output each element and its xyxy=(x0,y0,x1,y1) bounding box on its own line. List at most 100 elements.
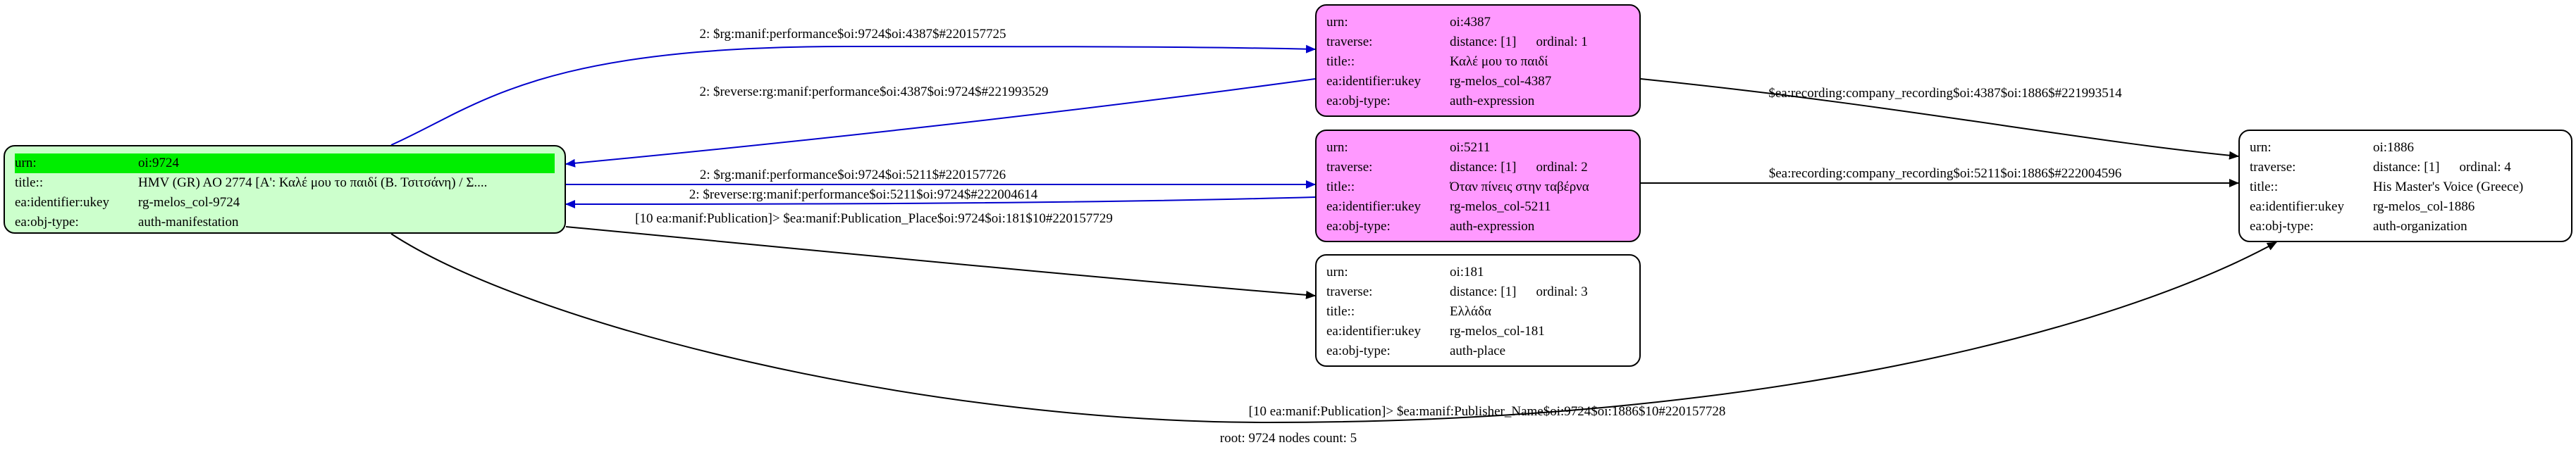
edge-label: 2: $reverse:rg:manif:performance$oi:4387… xyxy=(699,84,1049,99)
row-key: ea:identifier:ukey xyxy=(2250,199,2344,214)
node-oi-5211[interactable]: urn:oi:5211 traverse: distance: [1] ordinal… xyxy=(1315,130,1641,242)
row-value-text: rg-melos_col-1886 xyxy=(2373,199,2475,214)
row-value: Καλέ μου το παιδί xyxy=(1450,52,1629,72)
row-key: traverse: xyxy=(1326,34,1373,49)
row-value: Ελλάδα xyxy=(1450,302,1629,322)
edges-layer xyxy=(390,44,2277,424)
row-value: auth-organization xyxy=(2373,217,2561,237)
edge-label: $ea:recording:company_recording$oi:4387$… xyxy=(1768,86,2122,101)
node-row: title::Όταν πίνεις στην ταβέρνα xyxy=(1326,177,1629,197)
row-value: rg-melos_col-1886 xyxy=(2373,197,2561,217)
row-value: oi:1886 xyxy=(2373,138,2561,158)
row-key: ea:identifier:ukey xyxy=(1326,324,1421,339)
row-key: ea:obj-type: xyxy=(1326,344,1391,358)
row-value-text: auth-manifestation xyxy=(138,215,239,230)
row-value-ordinal: ordinal: 4 xyxy=(2459,160,2511,175)
node-row: ea:obj-type:auth-expression xyxy=(1326,92,1629,111)
row-value-text: distance: [1] xyxy=(1450,160,1517,175)
edge-line xyxy=(565,196,1316,208)
edge-line xyxy=(390,44,1316,146)
row-value: rg-melos_col-181 xyxy=(1450,322,1629,341)
row-value: auth-manifestation xyxy=(138,213,555,232)
graph-footer: root: 9724 nodes count: 5 xyxy=(1219,431,1357,446)
row-value-text: auth-expression xyxy=(1450,94,1535,108)
row-value: rg-melos_col-5211 xyxy=(1450,197,1629,217)
node-row: traverse: distance: [1] ordinal: 4 xyxy=(2250,158,2561,177)
row-key: urn: xyxy=(1326,265,1348,280)
node-row: ea:identifier:ukey rg-melos_col-5211 xyxy=(1326,197,1629,217)
edge-label: 2: $reverse:rg:manif:performance$oi:5211… xyxy=(689,187,1038,202)
row-key: ea:obj-type: xyxy=(15,215,79,230)
row-value-text: HMV (GR) AO 2774 [Α': Καλέ μου το παιδί … xyxy=(138,175,488,190)
edge-line xyxy=(565,226,1316,299)
row-value: auth-expression xyxy=(1450,217,1629,237)
node-row: title::Ελλάδα xyxy=(1326,302,1629,322)
edge-line xyxy=(1640,78,2239,160)
node-row: urn: oi:1886 xyxy=(2250,138,2561,158)
row-value-text: rg-melos_col-4387 xyxy=(1450,74,1552,89)
row-value: oi:181 xyxy=(1450,263,1629,282)
edge-line xyxy=(565,78,1316,168)
node-row: traverse: distance: [1] ordinal: 2 xyxy=(1326,158,1629,177)
row-key: urn: xyxy=(15,153,138,173)
row-key: urn: xyxy=(2250,140,2272,155)
row-key: ea:identifier:ukey xyxy=(1326,74,1421,89)
row-value: distance: [1] ordinal: 4 xyxy=(2373,158,2561,177)
row-value-text: oi:1886 xyxy=(2373,140,2415,155)
row-key: title:: xyxy=(1326,180,1355,194)
node-row: ea:identifier:ukey rg-melos_col-1886 xyxy=(2250,197,2561,217)
row-key: title:: xyxy=(1326,54,1355,69)
row-value: oi:9724 xyxy=(138,153,555,173)
node-row: ea:obj-type: auth-organization xyxy=(2250,217,2561,237)
row-key: ea:identifier:ukey xyxy=(1326,199,1421,214)
row-value-text: Καλέ μου το παιδί xyxy=(1450,54,1548,69)
row-value-text: oi:5211 xyxy=(1450,140,1491,155)
row-value-text: auth-expression xyxy=(1450,219,1535,234)
node-row: title::HMV (GR) AO 2774 [Α': Καλέ μου το… xyxy=(15,173,555,193)
node-row: ea:obj-type: auth-place xyxy=(1326,341,1629,361)
node-row: ea:obj-type: auth-manifestation xyxy=(15,213,555,232)
edge-label: 2: $rg:manif:performance$oi:9724$oi:5211… xyxy=(699,168,1006,182)
row-value: rg-melos_col-9724 xyxy=(138,193,555,213)
row-value-text: His Master's Voice (Greece) xyxy=(2373,180,2524,194)
node-oi-1886[interactable]: urn: oi:1886 traverse: distance: [1] ordinal… xyxy=(2238,130,2572,242)
row-value: HMV (GR) AO 2774 [Α': Καλέ μου το παιδί … xyxy=(138,173,555,193)
node-oi-4387[interactable]: urn: oi:4387 traverse: distance: [1] ordinal… xyxy=(1315,4,1641,117)
row-value: distance: [1] ordinal: 3 xyxy=(1450,282,1629,302)
row-value-text: auth-place xyxy=(1450,344,1506,358)
row-value: auth-place xyxy=(1450,341,1629,361)
row-key: ea:obj-type: xyxy=(1326,219,1391,234)
row-value: auth-expression xyxy=(1450,92,1629,111)
row-value: His Master's Voice (Greece) xyxy=(2373,177,2561,197)
edge-label: [10 ea:manif:Publication]> $ea:manif:Pub… xyxy=(1248,404,1726,419)
row-value-ordinal: ordinal: 2 xyxy=(1536,160,1588,175)
row-key: traverse: xyxy=(2250,160,2296,175)
row-value-text: distance: [1] xyxy=(1450,284,1517,299)
row-value-ordinal: ordinal: 3 xyxy=(1536,284,1588,299)
row-value-text: rg-melos_col-5211 xyxy=(1450,199,1551,214)
row-key: ea:obj-type: xyxy=(2250,219,2314,234)
row-value-text: Όταν πίνεις στην ταβέρνα xyxy=(1450,180,1589,194)
row-key: title:: xyxy=(1326,304,1355,319)
row-value-text: distance: [1] xyxy=(2373,160,2440,175)
row-value-text: Ελλάδα xyxy=(1450,304,1491,319)
row-value: oi:5211 xyxy=(1450,138,1629,158)
row-value-text: oi:9724 xyxy=(138,156,180,170)
node-row: ea:identifier:ukey rg-melos_col-181 xyxy=(1326,322,1629,341)
row-value-text: oi:181 xyxy=(1450,265,1484,280)
row-key: title:: xyxy=(15,175,44,190)
row-value-text: distance: [1] xyxy=(1450,34,1517,49)
node-row: ea:obj-type: auth-expression xyxy=(1326,217,1629,237)
row-value: oi:4387 xyxy=(1450,13,1629,32)
row-key: traverse: xyxy=(1326,160,1373,175)
row-key: urn: xyxy=(1326,15,1348,30)
edge-label: [10 ea:manif:Publication]> $ea:manif:Pub… xyxy=(635,211,1113,226)
row-key: title:: xyxy=(2250,180,2279,194)
row-value-ordinal: ordinal: 1 xyxy=(1536,34,1588,49)
row-value: Όταν πίνεις στην ταβέρνα xyxy=(1450,177,1629,197)
node-row: urn:oi:5211 xyxy=(1326,138,1629,158)
